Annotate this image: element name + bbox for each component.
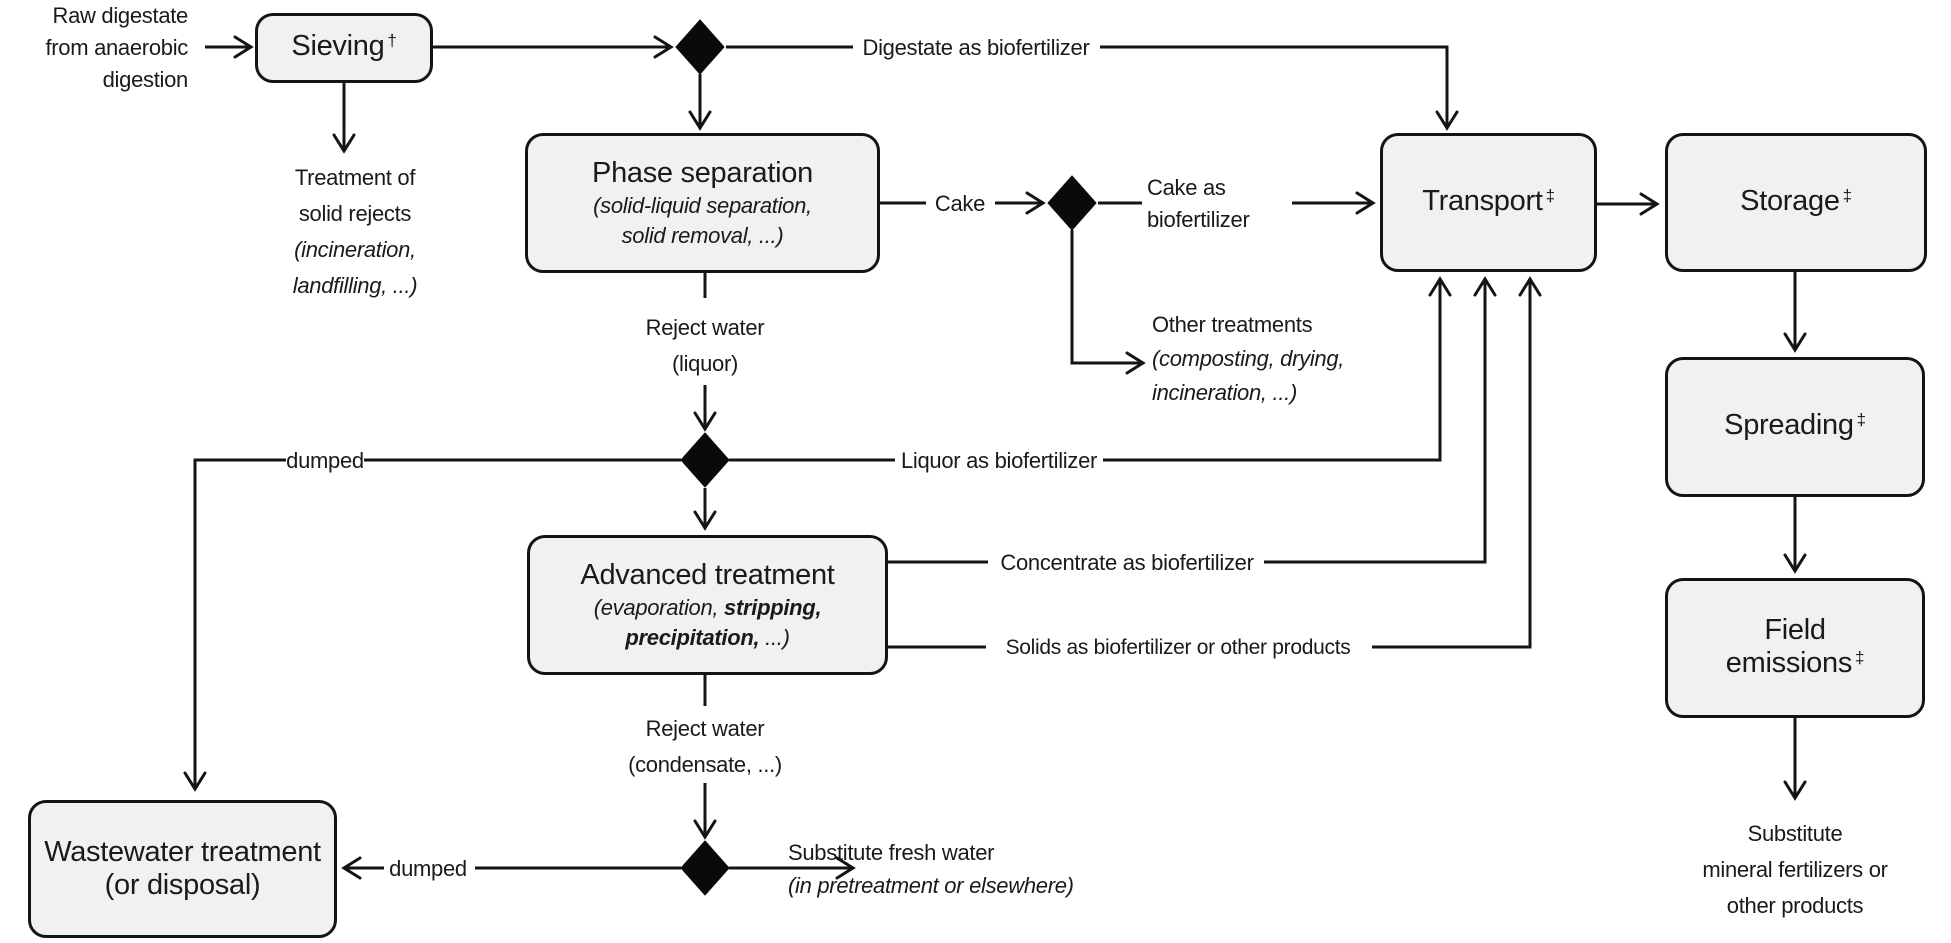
transport-footnote-mark: ‡: [1545, 185, 1555, 205]
storage-title: Storage‡: [1740, 184, 1852, 217]
node-phase-separation: Phase separation (solid-liquid separation…: [525, 133, 880, 273]
edge-dumped-to-wastewater-top: [183, 458, 286, 792]
label-substitute-fresh-water: Substitute fresh water(in pretreatment o…: [788, 840, 1074, 898]
node-sieving: Sieving†: [255, 13, 433, 83]
label-concentrate-as-biofertilizer: Concentrate as biofertilizer: [1000, 550, 1254, 575]
cake-junction-diamond-icon: [1047, 175, 1097, 231]
label-other-treatments: Other treatments(composting, drying,inci…: [1152, 312, 1345, 405]
digestate-junction-diamond-icon: [675, 19, 725, 75]
phase-separation-subtitle: solid removal, ...): [621, 222, 784, 248]
edge-cake-junction-to-other-treatments: [1070, 230, 1146, 375]
wastewater-treatment-title: Wastewater treatment(or disposal): [44, 836, 321, 901]
edge-digestate-line-to-transport: [1100, 45, 1459, 131]
node-advanced-treatment: Advanced treatment (evaporation, strippin…: [527, 535, 888, 675]
label-reject-water-liquor: Reject water(liquor): [645, 315, 765, 376]
field-emissions-footnote-mark: ‡: [1855, 647, 1865, 667]
spreading-footnote-mark: ‡: [1856, 410, 1866, 429]
edge-concentrate-to-transport: [1264, 276, 1497, 564]
node-wastewater-treatment: Wastewater treatment(or disposal): [28, 800, 337, 938]
phase-separation-subtitle: (solid-liquid separation,: [593, 192, 812, 218]
sieving-title: Sieving†: [291, 30, 397, 62]
phase-separation-title: Phase separation: [592, 156, 813, 189]
advanced-treatment-title: Advanced treatment: [580, 558, 835, 591]
node-spreading: Spreading‡: [1665, 357, 1925, 497]
spreading-title: Spreading‡: [1724, 409, 1866, 441]
label-liquor-as-biofertilizer: Liquor as biofertilizer: [900, 448, 1098, 473]
label-reject-water-condensate: Reject water(condensate, ...): [628, 716, 782, 777]
sieving-footnote-mark: †: [387, 31, 397, 50]
transport-title: Transport‡: [1422, 184, 1555, 217]
condensate-junction-diamond-icon: [680, 840, 730, 896]
edge-liquor-biofertilizer-to-transport: [1103, 276, 1452, 462]
label-solids-as-biofertilizer: Solids as biofertilizer or other product…: [1005, 636, 1351, 659]
advanced-treatment-subtitle: precipitation, ...): [625, 624, 790, 650]
label-cake: Cake: [934, 191, 986, 216]
edge-solids-to-transport: [1372, 276, 1542, 649]
storage-footnote-mark: ‡: [1842, 185, 1852, 205]
label-dumped-liquor: dumped: [286, 448, 364, 473]
label-digestate-as-biofertilizer: Digestate as biofertilizer: [862, 35, 1090, 60]
advanced-treatment-subtitle: (evaporation, stripping,: [593, 594, 822, 620]
node-transport: Transport‡: [1380, 133, 1597, 272]
node-storage: Storage‡: [1665, 133, 1927, 272]
label-dumped-condensate: dumped: [389, 856, 467, 881]
liquor-junction-diamond-icon: [680, 432, 730, 488]
